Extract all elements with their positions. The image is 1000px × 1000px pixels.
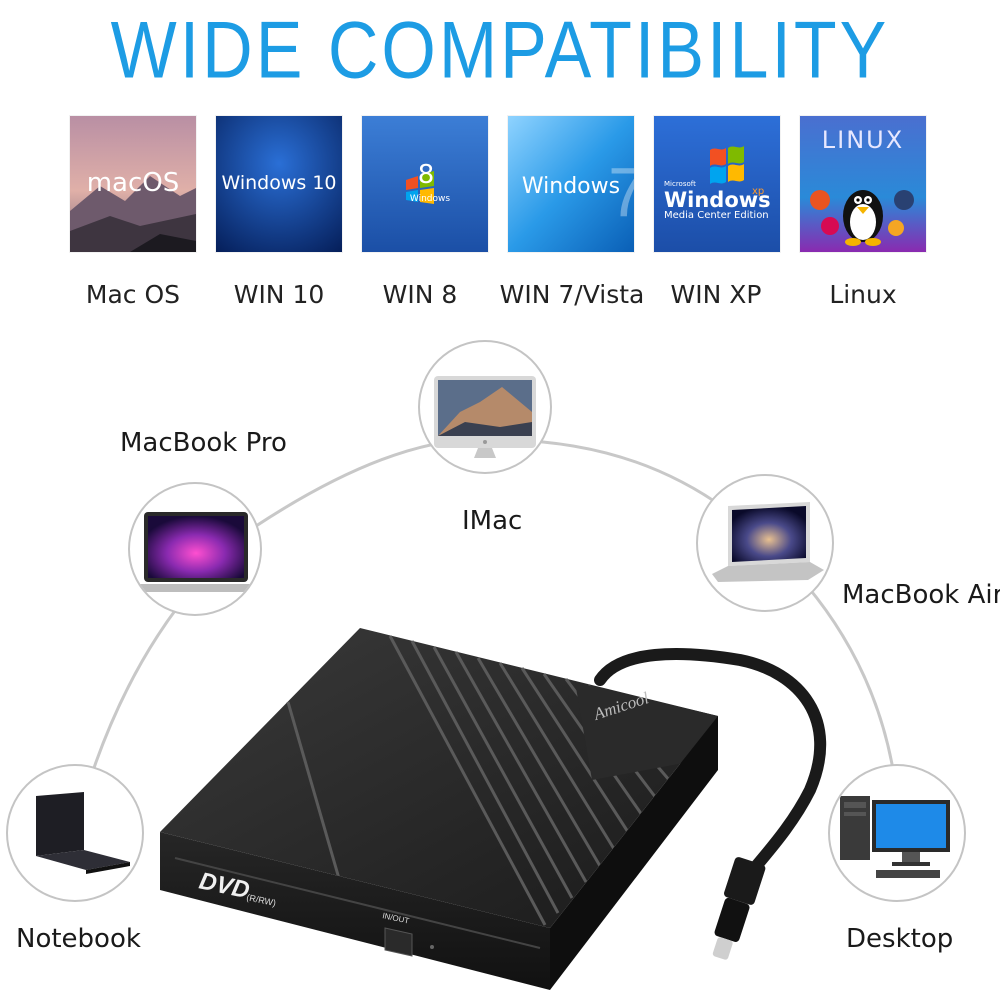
- usb-connector: [712, 857, 766, 960]
- linux-background: [800, 116, 926, 252]
- indicator-light: [430, 945, 434, 949]
- macbook-air-circle: [696, 474, 834, 612]
- headline: WIDE COMPATIBILITY: [110, 5, 890, 95]
- win8-tile-subtext: Windows: [409, 194, 451, 204]
- desktop-circle: [828, 764, 966, 902]
- linux-tile-text: LINUX: [821, 126, 905, 154]
- win7-tile-text: Windows: [521, 174, 621, 199]
- ubuntu-icon: [810, 190, 830, 210]
- device-label-macbook-pro: MacBook Pro: [120, 428, 287, 458]
- win8-background: [362, 116, 488, 252]
- os-label-win7: WIN 7/Vista: [499, 280, 645, 309]
- win10-tile-text: Windows 10: [221, 172, 337, 194]
- macos-tile: macOS: [70, 116, 196, 252]
- disc-slot: [174, 857, 541, 949]
- win10-tile: Windows 10: [216, 116, 342, 252]
- imac-icon: [434, 376, 536, 458]
- linux-tile: LINUX: [800, 116, 926, 252]
- macos-tile-text: macOS: [86, 168, 180, 198]
- drive-corner-accent: [575, 682, 718, 780]
- desktop-icon: [840, 796, 950, 878]
- win8-tile-number: 8: [417, 160, 435, 190]
- winxp-sup-text: xp: [752, 186, 765, 197]
- drive-top-face: [160, 628, 718, 928]
- os-label-winxp: WIN XP: [670, 280, 762, 309]
- device-label-notebook: Notebook: [16, 924, 141, 954]
- win7-background: 7: [508, 116, 634, 252]
- windows-xp-flag-icon: [710, 146, 744, 184]
- imac-circle: [418, 340, 552, 474]
- win8-tile: 8 Windows: [362, 116, 488, 252]
- macbook-pro-circle: [128, 482, 262, 616]
- eject-button-shape: [384, 927, 413, 957]
- winxp-tile: Microsoft Windows xp Media Center Editio…: [654, 116, 780, 252]
- device-label-macbook-air: MacBook Air: [842, 580, 1000, 610]
- svg-text:7: 7: [608, 153, 634, 231]
- os-label-win10: WIN 10: [233, 280, 325, 309]
- winxp-small-text: Microsoft: [664, 180, 696, 188]
- winxp-tile-text: Windows: [664, 188, 771, 212]
- os-label-linux: Linux: [829, 280, 897, 309]
- winxp-background: [654, 116, 780, 252]
- tux-penguin-icon: [843, 190, 883, 246]
- drive-front-face: [160, 832, 550, 990]
- macos-mountain-image: [70, 116, 196, 252]
- notebook-circle: [6, 764, 144, 902]
- winxp-edition-text: Media Center Edition: [664, 210, 769, 221]
- macbook-air-icon: [712, 502, 824, 582]
- macbook-pro-icon: [136, 512, 254, 592]
- debian-icon: [821, 217, 839, 235]
- device-label-imac: IMac: [462, 506, 523, 536]
- os-label-macos: Mac OS: [85, 280, 181, 309]
- drive-side-face: [550, 716, 718, 990]
- win10-background: [216, 116, 342, 252]
- notebook-icon: [36, 792, 130, 874]
- windows-flag-icon: [406, 171, 434, 204]
- usb-cable: [594, 648, 827, 886]
- fedora-icon: [894, 190, 914, 210]
- win7-tile: 7 Windows: [508, 116, 634, 252]
- device-label-desktop: Desktop: [846, 924, 954, 954]
- os-label-win8: WIN 8: [382, 280, 458, 309]
